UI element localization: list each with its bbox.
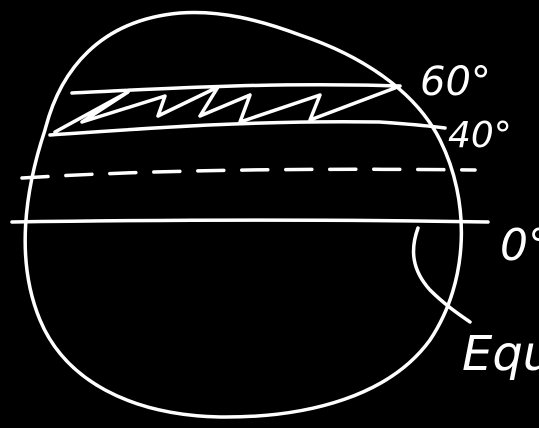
latitude-line-40: [50, 122, 445, 135]
label-latitude-40: 40°: [448, 115, 512, 156]
latitude-line-60: [72, 85, 400, 93]
sphere-outline: [25, 12, 461, 417]
label-latitude-60: 60°: [420, 59, 491, 105]
equator-line: [12, 220, 488, 222]
label-equator: Equator: [462, 326, 539, 382]
label-latitude-0: 0°: [500, 220, 539, 271]
dashed-latitude-line: [22, 169, 475, 178]
